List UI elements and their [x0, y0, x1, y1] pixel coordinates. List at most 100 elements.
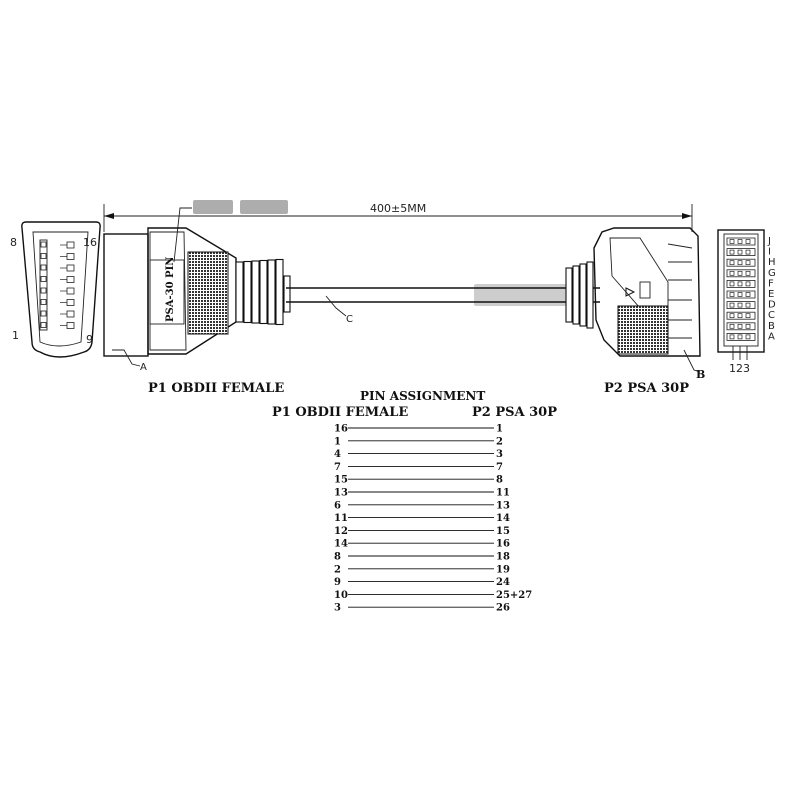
- tag-a: A: [140, 362, 147, 373]
- psa-row-label: A: [768, 331, 775, 342]
- p2-pin-number: 11: [496, 488, 510, 499]
- psa-grip-texture: [617, 305, 669, 355]
- pin-pair-row: 12 15: [334, 526, 510, 537]
- obd-pin-right: [66, 322, 75, 329]
- psa-pin: [745, 292, 751, 297]
- psa-pin: [737, 281, 743, 287]
- pin-pair-row: 9 24: [334, 577, 510, 588]
- p2-pin-number: 26: [496, 603, 510, 614]
- p2-pin-number: 24: [496, 577, 510, 588]
- p2-pin-number: 15: [496, 526, 510, 537]
- psa-strain-ring: [565, 267, 573, 323]
- p1-pin-number: 13: [334, 488, 348, 499]
- psa-strain-ring: [586, 261, 594, 329]
- p1-pin-number: 8: [334, 552, 341, 563]
- obd-pin-left: [40, 322, 47, 328]
- grip-texture: [187, 251, 229, 335]
- p2-pin-number: 1: [496, 424, 503, 435]
- p1-pin-number: 11: [334, 513, 348, 524]
- psa-pin: [729, 302, 735, 308]
- obd-pin-right: [66, 253, 75, 260]
- table-right-header: P2 PSA 30P: [472, 405, 557, 420]
- psa-pin: [729, 239, 735, 244]
- p1-pin-number: 12: [334, 526, 348, 537]
- psa-pin: [729, 334, 735, 340]
- p2-psa-plug: B: [565, 227, 705, 381]
- psa-row-label: E: [768, 289, 774, 300]
- blurred-label-3: [474, 284, 594, 306]
- p2-pin-number: 13: [496, 500, 510, 511]
- strain-tip: [283, 275, 291, 313]
- obd-pin-slot: [39, 239, 48, 331]
- psa-pin: [745, 323, 751, 329]
- obd-pin-right: [66, 264, 75, 272]
- psa-row-label: D: [768, 300, 776, 311]
- obd-pin-right: [66, 299, 75, 306]
- strain-ring: [259, 259, 268, 325]
- strain-ring: [235, 261, 244, 323]
- obd-pin-left: [40, 264, 47, 271]
- tag-c: C: [346, 314, 353, 325]
- p1-pin-number: 9: [334, 577, 341, 588]
- tag-b: B: [696, 368, 705, 381]
- psa-row-label: J: [767, 236, 771, 247]
- length-dimension: 400±5MM: [103, 202, 693, 232]
- pin-pair-row: 16 1: [334, 424, 503, 435]
- p2-pin-number: 19: [496, 564, 510, 575]
- psa-pin: [745, 249, 751, 255]
- psa-pin: [737, 260, 743, 266]
- psa-pin: [729, 292, 735, 297]
- psa-pin: [737, 292, 743, 297]
- obd-pin-label-9: 9: [86, 333, 93, 346]
- p2-pin-number: 25+27: [496, 590, 532, 601]
- obd-pin-left: [40, 310, 47, 317]
- strain-ring: [243, 260, 252, 324]
- psa-column-labels: 123: [729, 362, 750, 375]
- blurred-label-1: [193, 200, 233, 214]
- p1-title: P1 OBDII FEMALE: [148, 381, 284, 396]
- cable-line: C: [286, 287, 600, 325]
- psa-pin: [737, 323, 743, 329]
- p1-pin-number: 6: [334, 500, 341, 511]
- psa-row-label: G: [768, 268, 776, 279]
- strain-ring: [275, 258, 284, 326]
- psa-pin: [729, 313, 735, 319]
- psa-pin: [729, 323, 735, 329]
- psa-pin: [737, 249, 743, 255]
- pin-pair-row: 3 26: [334, 603, 510, 614]
- pin-assignment-title: PIN ASSIGNMENT: [360, 389, 485, 403]
- psa-pin: [729, 249, 735, 255]
- psa-pin: [745, 239, 751, 244]
- obd-pin-right: [66, 241, 75, 249]
- pin-pair-row: 8 18: [334, 552, 510, 563]
- psa-pin: [737, 270, 743, 276]
- p2-pin-number: 18: [496, 552, 510, 563]
- obd-pin-array: [39, 239, 75, 331]
- obd-pin-label-1: 1: [12, 329, 19, 342]
- obd-pin-label-8: 8: [10, 236, 17, 249]
- psa-strain-ring: [579, 263, 587, 327]
- p2-pin-number: 3: [496, 449, 503, 460]
- obd-pin-left: [40, 276, 47, 282]
- p1-pin-number: 16: [334, 424, 348, 435]
- psa-pin: [745, 281, 751, 287]
- strain-relief: [235, 258, 291, 326]
- psa-pin: [737, 302, 743, 308]
- psa-pin: [737, 334, 743, 340]
- obd-pin-left: [40, 299, 47, 305]
- psa-pin: [729, 270, 735, 276]
- p2-pin-number: 8: [496, 475, 503, 486]
- p1-pin-number: 4: [334, 449, 341, 460]
- obd-pin-right: [66, 276, 75, 283]
- obd-pin-right: [66, 287, 75, 295]
- p1-pin-number: 3: [334, 603, 341, 614]
- obd-connector-face: 8 16 1 9: [10, 221, 101, 358]
